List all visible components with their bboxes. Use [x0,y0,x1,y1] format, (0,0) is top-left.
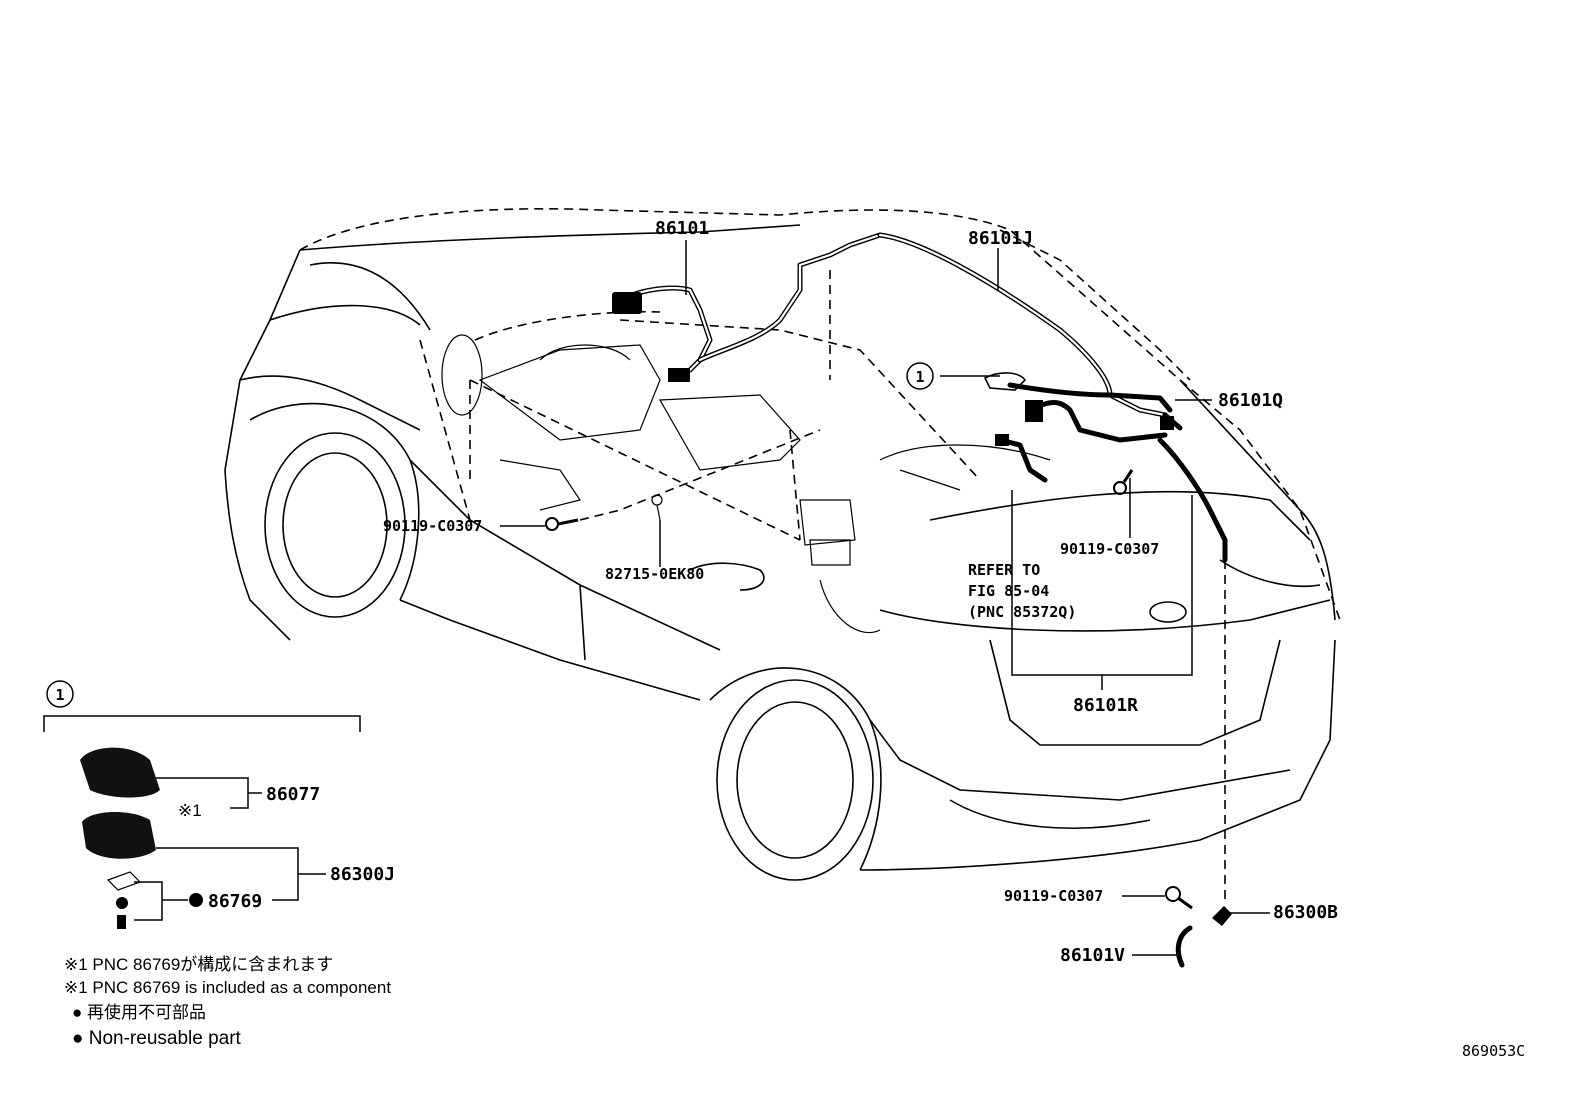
label-bolt-mid: 90119-C0307 [1060,540,1159,558]
wire-harness-86101J [877,232,1168,418]
label-86769: 86769 [208,891,262,912]
label-86101R: 86101R [1073,695,1138,716]
note-jp-2: ● 再使用不可部品 [72,1002,206,1022]
leader-lines [500,240,1270,956]
non-reusable-dot-icon [189,893,203,907]
clip-icon [651,494,663,521]
bolt-icon [1165,886,1193,910]
refer-line-1: REFER TO [968,561,1040,579]
wire-harness-86101 [612,232,883,382]
inset-callout-circle [46,680,74,708]
note-mark: ※1 [178,801,202,820]
rear-camera-icon [1212,906,1232,926]
label-bolt-left: 90119-C0307 [383,517,482,535]
label-clip: 82715-0EK80 [605,565,704,583]
label-86101: 86101 [655,218,709,239]
note-en-1: ※1 PNC 86769 is included as a component [64,978,391,997]
callout-number: 1 [915,368,924,386]
car-body-outline [224,207,1341,881]
label-86300J: 86300J [330,864,395,885]
callout-circle [906,362,934,390]
note-en-2: ● Non-reusable part [72,1028,242,1049]
figure-code: 869053C [1462,1042,1525,1060]
refer-line-2: FIG 85-04 [968,582,1049,600]
refer-line-3: (PNC 85372Q) [968,603,1076,621]
interior-camera-shape [983,372,1027,391]
bolt-icon [545,517,579,531]
wire-harness-86101Q [1007,382,1183,443]
bracket-shape [106,871,142,891]
camera-assy-shape [82,811,156,859]
inset-number: 1 [55,686,64,704]
label-86077: 86077 [266,784,320,805]
inset-panel: 1 86077 ※1 86300J 86769 [43,680,395,929]
label-86101J: 86101J [968,228,1033,249]
note-jp-1: ※1 PNC 86769が構成に含まれます [64,955,333,974]
label-86300B: 86300B [1273,902,1338,923]
label-bolt-low: 90119-C0307 [1004,887,1103,905]
wire-harness-86101V [1175,925,1193,968]
wire-harness-86101R [995,434,1228,563]
bolt-icon [1113,469,1134,495]
camera-cover-shape [80,747,160,798]
label-86101V: 86101V [1060,945,1125,966]
label-86101Q: 86101Q [1218,390,1283,411]
